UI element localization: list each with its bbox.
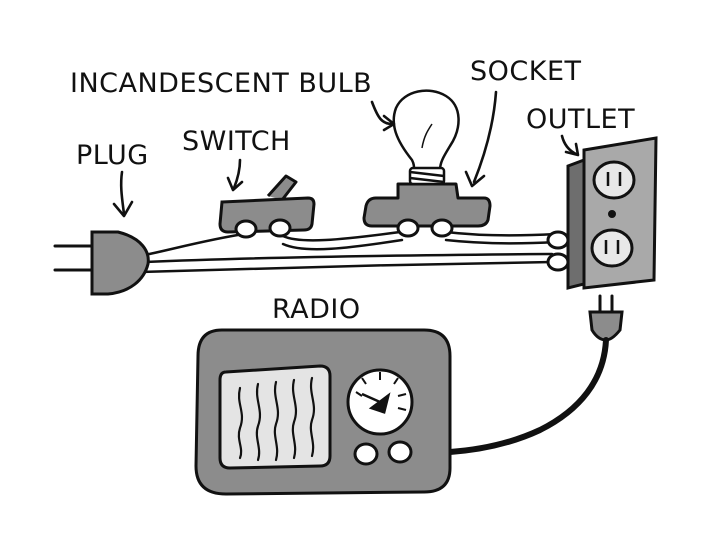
label-outlet: OUTLET (526, 104, 636, 135)
label-plug: PLUG (76, 140, 149, 171)
radio-plug-icon (588, 294, 624, 342)
plug-icon (53, 230, 150, 296)
label-socket: SOCKET (470, 56, 582, 87)
outlet-icon (546, 136, 658, 290)
switch-arrow-icon (232, 158, 242, 190)
wires (138, 230, 558, 274)
incandescent-bulb-icon (392, 89, 460, 186)
label-incandescent-bulb: INCANDESCENT BULB (70, 68, 373, 99)
wire-plug-to-outlet-bottom-inner (143, 252, 554, 264)
tuning-dial-icon (346, 368, 414, 436)
pointer-arrows (112, 90, 580, 218)
radio-knob-left (353, 442, 379, 466)
socket-arrow-icon (472, 90, 498, 184)
socket-icon (362, 182, 492, 238)
radio-knob-right (387, 440, 413, 464)
label-switch: SWITCH (182, 126, 291, 157)
label-radio: RADIO (272, 294, 361, 325)
switch-icon (218, 174, 316, 239)
wire-plug-to-switch (138, 232, 246, 258)
outlet-arrow-icon (560, 134, 578, 156)
wire-plug-to-outlet-bottom (138, 260, 554, 274)
wire-switch-to-socket-inner (281, 238, 404, 251)
wire-switch-to-socket (281, 230, 402, 242)
plug-arrow-icon (119, 170, 126, 216)
radio-power-cord (447, 337, 609, 455)
speaker-grille-lines (237, 376, 316, 462)
wire-socket-to-outlet-top (444, 230, 558, 237)
radio-icon (194, 328, 452, 496)
wire-socket-to-outlet-top-inner (444, 238, 558, 245)
bulb-arrow-icon (370, 100, 394, 126)
